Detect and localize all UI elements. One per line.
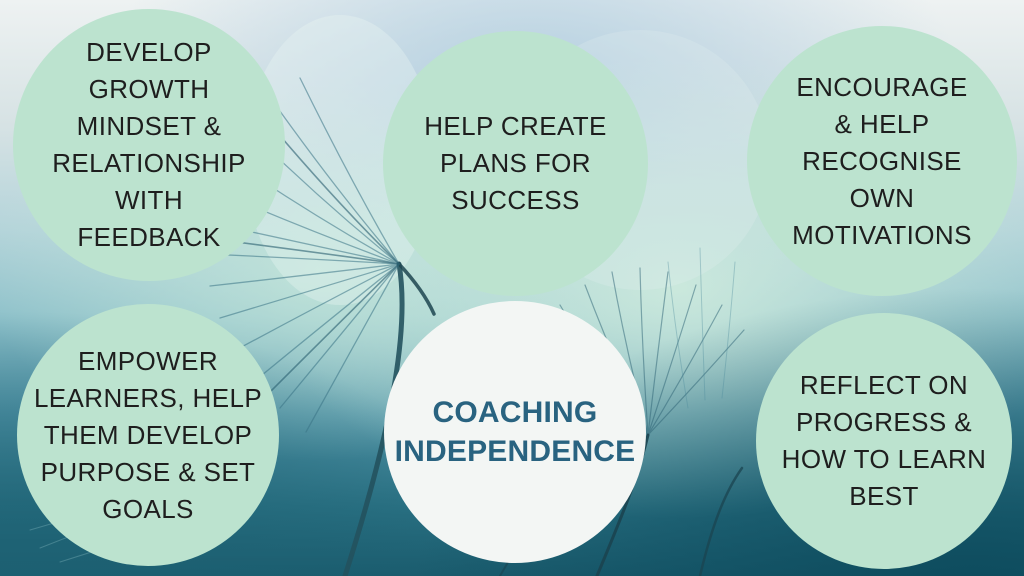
- node-label: HELP CREATE PLANS FOR SUCCESS: [424, 111, 607, 215]
- node-develop-growth-mindset: DEVELOP GROWTH MINDSET & RELATIONSHIP WI…: [13, 9, 285, 281]
- node-empower-learners: EMPOWER LEARNERS, HELP THEM DEVELOP PURP…: [17, 304, 279, 566]
- node-label: ENCOURAGE & HELP RECOGNISE OWN MOTIVATIO…: [792, 71, 972, 250]
- node-label: REFLECT ON PROGRESS & HOW TO LEARN BEST: [781, 370, 987, 511]
- node-encourage-recognise-motivations: ENCOURAGE & HELP RECOGNISE OWN MOTIVATIO…: [747, 26, 1017, 296]
- node-reflect-on-progress: REFLECT ON PROGRESS & HOW TO LEARN BEST: [756, 313, 1012, 569]
- node-label: DEVELOP GROWTH MINDSET & RELATIONSHIP WI…: [52, 37, 246, 252]
- node-label: EMPOWER LEARNERS, HELP THEM DEVELOP PURP…: [33, 345, 263, 524]
- node-help-create-plans: HELP CREATE PLANS FOR SUCCESS: [383, 31, 648, 296]
- center-circle-label: COACHING INDEPENDENCE: [394, 396, 636, 468]
- center-circle-coaching-independence: COACHING INDEPENDENCE: [384, 301, 646, 563]
